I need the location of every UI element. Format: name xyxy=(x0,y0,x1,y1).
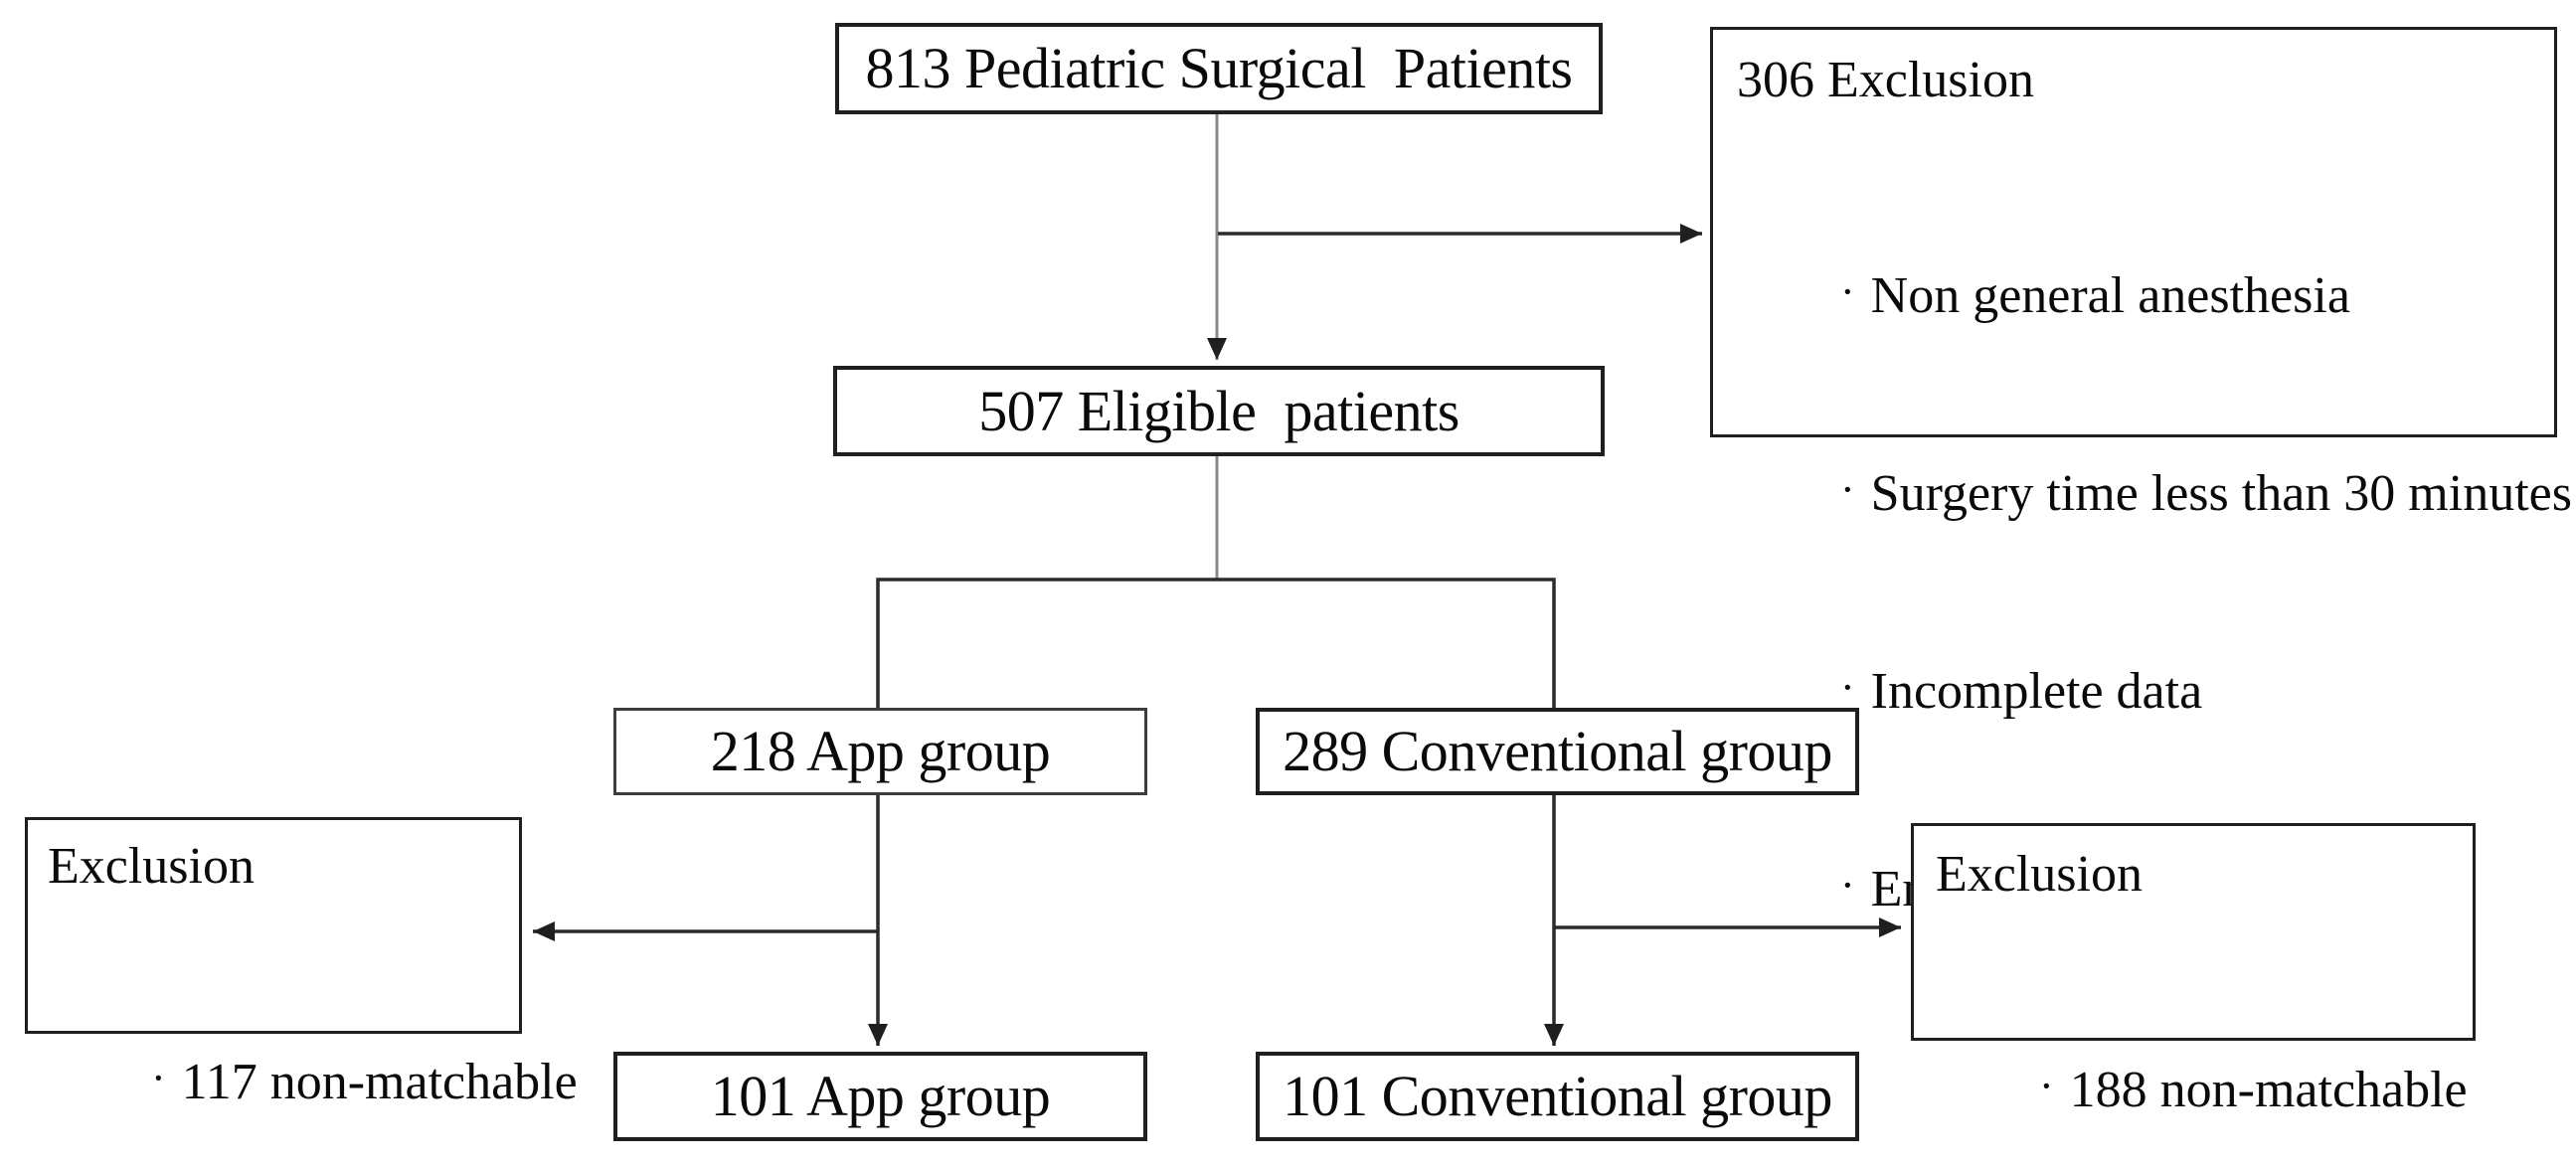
box-exclusion-initial: 306 Exclusion · Non general anesthesia · S… xyxy=(1710,27,2572,917)
box-exclusion-conventional: Exclusion · 188 non-matchable xyxy=(1911,823,2476,1118)
box-eligible-patients-label: 507 Eligible patients xyxy=(978,378,1460,443)
bullet-icon: · xyxy=(1840,267,1855,316)
box-conventional-group-label: 289 Conventional group xyxy=(1283,719,1832,783)
exclusion-reason: · 188 non-matchable xyxy=(1936,989,2468,1167)
bullet-icon: · xyxy=(151,1054,166,1102)
exclusion-reason: · 117 non-matchable xyxy=(48,981,578,1167)
exclusion-conventional-list: · 188 non-matchable xyxy=(1936,989,2468,1167)
box-app-group-matched: 101 App group xyxy=(613,1052,1147,1141)
exclusion-app-title: Exclusion xyxy=(48,838,255,895)
box-app-group-matched-label: 101 App group xyxy=(710,1064,1051,1128)
box-eligible-patients: 507 Eligible patients xyxy=(833,366,1605,456)
exclusion-reason-text: 117 non-matchable xyxy=(181,1054,578,1110)
exclusion-reason-text: 188 non-matchable xyxy=(2069,1062,2468,1118)
connector-split-bar xyxy=(876,578,1556,710)
exclusion-reason-text: Non general anesthesia xyxy=(1870,267,2350,324)
exclusion-reason-text: Incomplete data xyxy=(1870,663,2203,720)
box-total-patients: 813 Pediatric Surgical Patients xyxy=(835,23,1603,114)
exclusion-reason-text: Surgery time less than 30 minutes xyxy=(1870,465,2572,522)
bullet-icon: · xyxy=(1840,663,1855,712)
box-conventional-group: 289 Conventional group xyxy=(1256,708,1859,795)
exclusion-reason: · Incomplete data xyxy=(1737,590,2530,788)
box-total-patients-label: 813 Pediatric Surgical Patients xyxy=(865,36,1573,100)
bullet-icon: · xyxy=(1840,861,1855,910)
exclusion-initial-title: 306 Exclusion xyxy=(1737,52,2034,108)
box-app-group: 218 App group xyxy=(613,708,1147,795)
exclusion-app-list: · 117 non-matchable xyxy=(48,981,578,1167)
box-exclusion-app: Exclusion · 117 non-matchable xyxy=(25,817,578,1110)
box-app-group-label: 218 App group xyxy=(710,719,1051,783)
exclusion-reason: · Non general anesthesia xyxy=(1737,195,2530,393)
box-conventional-group-matched-label: 101 Conventional group xyxy=(1283,1064,1832,1128)
exclusion-reason: · Surgery time less than 30 minutes xyxy=(1737,393,2572,590)
exclusion-conventional-title: Exclusion xyxy=(1936,846,2143,903)
box-conventional-group-matched: 101 Conventional group xyxy=(1256,1052,1859,1141)
bullet-icon: · xyxy=(2039,1062,2054,1110)
bullet-icon: · xyxy=(1840,465,1855,514)
